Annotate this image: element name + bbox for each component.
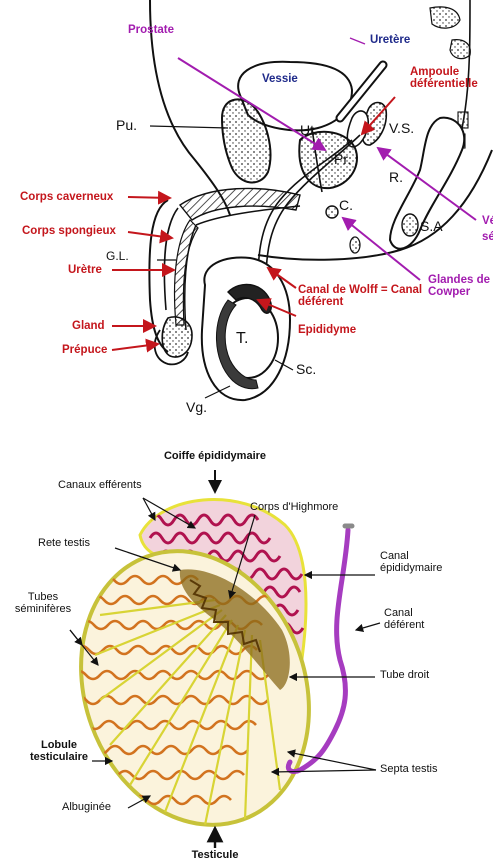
corpus-cavernosum xyxy=(180,188,300,220)
label-corps-highmore: Corps d'Highmore xyxy=(250,502,338,514)
label-coiffe: Coiffe épididymaire xyxy=(140,451,290,463)
label-prepuce: Prépuce xyxy=(62,344,107,356)
label-epididyme: Epididyme xyxy=(298,324,356,336)
label-corps-spongieux: Corps spongieux xyxy=(22,225,116,237)
sagittal-section-drawing xyxy=(0,0,493,432)
label-r: R. xyxy=(389,170,403,185)
label-prostate: Prostate xyxy=(128,24,174,36)
label-pu: Pu. xyxy=(116,118,137,133)
label-vessie: Vessie xyxy=(262,73,298,85)
label-pr: Pr. xyxy=(334,152,351,167)
label-uretere: Uretère xyxy=(370,34,410,46)
glans xyxy=(162,317,192,357)
label-gland: Gland xyxy=(72,320,105,332)
label-ut: Ut. xyxy=(300,123,318,138)
label-canal-epididymaire: Canal épididymaire xyxy=(380,551,470,574)
label-testicule: Testicule xyxy=(165,850,265,862)
label-tube-droit: Tube droit xyxy=(380,670,429,682)
label-sa: S.A xyxy=(420,219,443,234)
label-tubes-seminiferes: Tubes séminifères xyxy=(8,592,78,615)
male-genital-sagittal-section: Prostate Uretère Vessie Ampoule déférent… xyxy=(0,0,493,432)
label-vs: V.S. xyxy=(389,121,414,136)
label-glandes-cowper: Glandes de Cowper xyxy=(428,274,492,298)
label-lobule: Lobule testiculaire xyxy=(22,740,96,763)
testis-structure-diagram: Coiffe épididymaire Canaux efférents Cor… xyxy=(0,440,493,865)
label-corps-caverneux: Corps caverneux xyxy=(20,191,113,203)
label-sc: Sc. xyxy=(296,362,316,377)
label-t: T. xyxy=(236,331,248,348)
label-rete-testis: Rete testis xyxy=(38,538,90,550)
label-albuginee: Albuginée xyxy=(62,802,111,814)
label-septa: Septa testis xyxy=(380,764,437,776)
label-vg: Vg. xyxy=(186,400,207,415)
label-ampoule: Ampoule déférentielle xyxy=(410,66,480,90)
label-c: C. xyxy=(339,198,353,213)
label-canaux-efferents: Canaux efférents xyxy=(58,480,142,492)
label-canal-deferent: Canal déférent xyxy=(384,608,440,631)
label-gl: G.L. xyxy=(106,250,129,263)
anal-sphincter xyxy=(402,214,418,236)
cowper-gland xyxy=(326,206,338,218)
label-se: sé xyxy=(482,231,493,243)
label-ve: Vé xyxy=(482,215,493,227)
label-uretre: Urètre xyxy=(68,264,102,276)
label-canal-wolff: Canal de Wolff = Canal déférent xyxy=(298,284,423,308)
